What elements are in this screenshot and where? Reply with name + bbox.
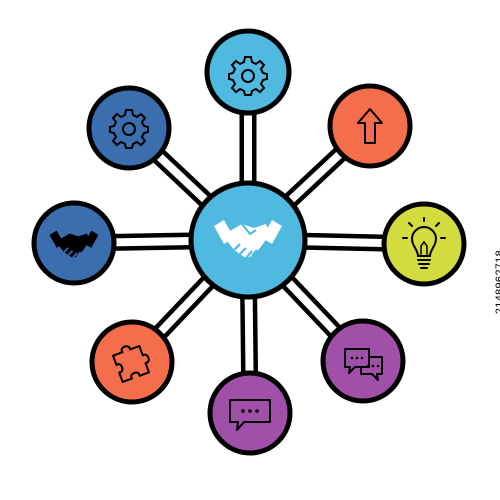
gear-icon: [109, 109, 149, 149]
lightbulb-icon: [402, 217, 446, 269]
node-left: [31, 200, 117, 286]
stock-id-label: 2148962718: [494, 250, 500, 315]
node-upper-right: [327, 83, 413, 169]
node-lower-left-circle: [89, 319, 175, 405]
gear-icon: [228, 56, 268, 96]
node-upper-left: [86, 85, 172, 171]
handshake-icon: [214, 220, 282, 259]
node-right-circle: [381, 201, 467, 287]
arrow-up-icon: [357, 108, 383, 144]
chat-bubbles-icon: [344, 348, 383, 381]
node-bottom-circle: [207, 370, 293, 456]
node-top-circle: [204, 28, 292, 116]
center-hub: [188, 180, 308, 300]
node-lower-left: [89, 319, 175, 405]
node-bottom: [207, 370, 293, 456]
node-upper-right-circle: [327, 83, 413, 169]
speech-bubble-icon: [229, 399, 271, 431]
node-upper-left-circle: [86, 85, 172, 171]
node-top: [204, 28, 292, 116]
node-right: [381, 201, 467, 287]
puzzle-piece-icon: [112, 345, 150, 383]
node-lower-right: [320, 318, 406, 404]
handshake-icon: [49, 230, 99, 259]
